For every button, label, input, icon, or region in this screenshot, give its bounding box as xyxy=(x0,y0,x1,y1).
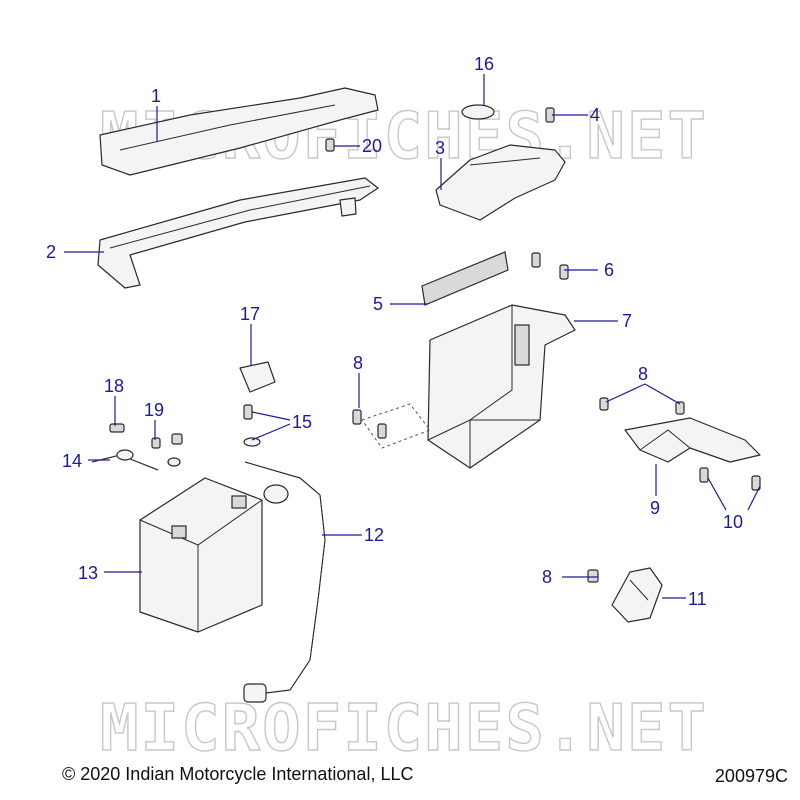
callout-6: 6 xyxy=(604,260,614,280)
callout-7: 7 xyxy=(622,311,632,331)
callout-2: 2 xyxy=(46,242,56,262)
callout-17: 17 xyxy=(240,304,260,324)
part-16-clamp xyxy=(461,104,495,120)
copyright-text: © 2020 Indian Motorcycle International, … xyxy=(62,764,414,784)
part-13-battery xyxy=(139,477,263,633)
callout-14: 14 xyxy=(62,451,82,471)
callout-10: 10 xyxy=(723,512,743,532)
part-6-bolts xyxy=(531,252,569,280)
callout-3: 3 xyxy=(435,138,445,158)
part-19-nuts xyxy=(151,433,183,467)
callout-8-b: 8 xyxy=(638,364,648,384)
part-12-cable xyxy=(243,461,326,703)
diagram-id: 200979C xyxy=(714,766,788,786)
part-3-plate xyxy=(435,144,566,221)
callout-9: 9 xyxy=(650,498,660,518)
part-2-rail-bracket xyxy=(97,177,379,289)
part-17-boot xyxy=(239,361,276,393)
part-8-bolts-a xyxy=(352,403,431,449)
callout-5: 5 xyxy=(373,294,383,314)
callout-13: 13 xyxy=(78,563,98,583)
callout-1: 1 xyxy=(151,86,161,106)
part-11-small-bracket xyxy=(611,567,663,623)
callout-8-a: 8 xyxy=(353,353,363,373)
callout-11: 11 xyxy=(688,589,707,609)
callout-15: 15 xyxy=(292,412,312,432)
part-10-bolts xyxy=(699,467,761,491)
part-9-bracket xyxy=(624,417,761,463)
part-7-battery-tray xyxy=(427,304,576,469)
part-8-bolts-b xyxy=(599,397,685,415)
callout-16: 16 xyxy=(474,54,494,74)
leader-lines xyxy=(64,74,761,599)
part-8-bolt-c xyxy=(587,569,599,583)
callout-18: 18 xyxy=(104,376,124,396)
part-20-screw xyxy=(325,138,335,152)
callout-20: 20 xyxy=(362,136,382,156)
part-18-bolt xyxy=(109,423,125,433)
callout-4: 4 xyxy=(590,105,600,125)
part-5-pad xyxy=(421,251,509,306)
callout-19: 19 xyxy=(144,400,164,420)
callout-12: 12 xyxy=(364,525,384,545)
callout-8-c: 8 xyxy=(542,567,552,587)
watermark-bottom: MICROFICHES.NET xyxy=(100,692,708,766)
